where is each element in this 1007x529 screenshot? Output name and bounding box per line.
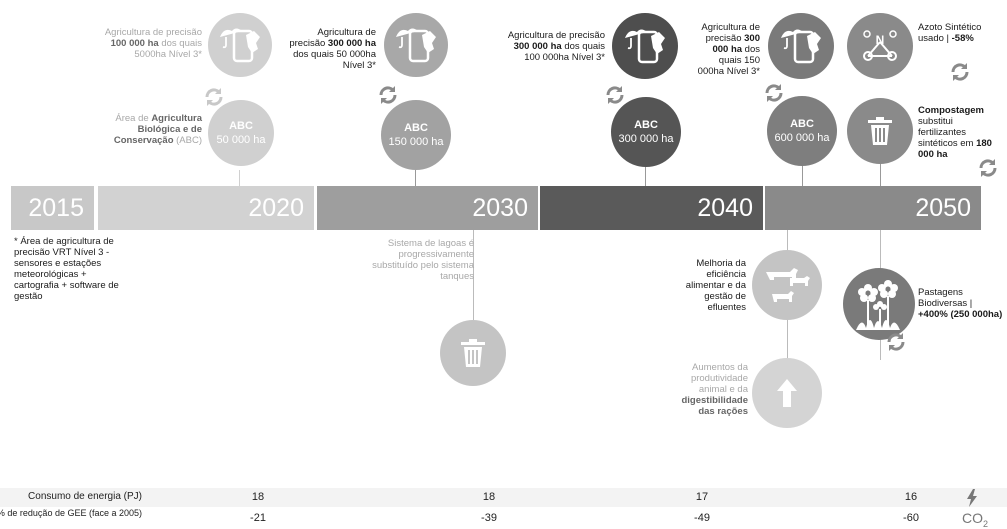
- energy-row: Consumo de energia (PJ) 18 18 17 16: [0, 488, 1007, 507]
- co2-icon: CO2: [962, 510, 989, 529]
- precision-2040a-circle: [612, 13, 678, 79]
- arrow-up-icon: [777, 379, 797, 407]
- cycle-icon: [951, 63, 969, 81]
- precision-2040b-circle: [768, 13, 834, 79]
- nitrogen-molecule-icon: N: [863, 30, 897, 61]
- phone-cloud-icon: [781, 29, 821, 64]
- productivity-text: Aumentos da produtividade animal e da di…: [681, 362, 748, 417]
- precision-2040a-text: Agricultura de precisão 300 000 ha dos q…: [507, 30, 605, 63]
- abc-value: 300 000 ha: [618, 133, 674, 145]
- cycle-icon: [765, 84, 783, 102]
- ghg-label: % de redução de GEE (face a 2005): [0, 508, 142, 518]
- azoto-circle: N: [847, 13, 913, 79]
- abc-value: 50 000 ha: [216, 134, 266, 146]
- year-2050: 2050: [915, 193, 971, 222]
- footnote: * Área de agricultura de precisão VRT Ní…: [14, 236, 119, 302]
- abc-2020-circle: ABC 50 000 ha: [208, 100, 274, 166]
- ghg-value: -49: [694, 512, 710, 524]
- energy-value: 18: [251, 491, 265, 503]
- connector-line: [239, 170, 240, 186]
- abc-2040a-circle: ABC 300 000 ha: [611, 97, 681, 167]
- timeline-2030: 2030: [317, 186, 538, 230]
- ghg-value: -21: [250, 512, 266, 524]
- energy-value: 17: [695, 491, 709, 503]
- trash-icon: [868, 117, 892, 145]
- year-2020: 2020: [248, 193, 304, 222]
- livestock-icon: [766, 268, 810, 302]
- year-2030: 2030: [472, 193, 528, 222]
- energy-value: 16: [904, 491, 918, 503]
- cycle-icon: [606, 86, 624, 104]
- abc-2020-text: Área de Agricultura Biológica e de Conse…: [113, 113, 202, 146]
- pasture-text: Pastagens Biodiversas | +400% (250 000ha…: [918, 287, 1003, 320]
- compost-circle: [847, 98, 913, 164]
- precision-2030-circle: [384, 13, 448, 77]
- abc-2030-circle: ABC 150 000 ha: [381, 100, 451, 170]
- flowers-icon: [856, 280, 900, 330]
- ghg-value: -39: [481, 512, 497, 524]
- abc-label: ABC: [790, 118, 814, 130]
- abc-2040b-circle: ABC 600 000 ha: [767, 96, 837, 166]
- timeline-2020: 2020: [98, 186, 314, 230]
- timeline-2015: 2015: [11, 186, 94, 230]
- connector-line: [880, 155, 881, 186]
- phone-cloud-icon: [220, 28, 260, 63]
- abc-label: ABC: [634, 119, 658, 131]
- cycle-icon: [205, 88, 223, 106]
- cycle-icon: [979, 159, 997, 177]
- phone-cloud-icon: [625, 29, 665, 64]
- ghg-value: -60: [903, 512, 919, 524]
- timeline-2050: 2050: [765, 186, 981, 230]
- phone-cloud-icon: [396, 28, 436, 63]
- abc-label: ABC: [229, 120, 253, 132]
- ghg-row: % de redução de GEE (face a 2005) -21 -3…: [0, 508, 1007, 529]
- precision-2040b-text: Agricultura de precisão 300 000 ha dos q…: [697, 22, 760, 77]
- lagoons-circle: [440, 320, 506, 386]
- precision-2020-circle: [208, 13, 272, 77]
- year-2015: 2015: [28, 193, 84, 222]
- abc-label: ABC: [404, 122, 428, 134]
- lagoons-text: Sistema de lagoas é progressivamente sub…: [372, 238, 474, 282]
- connector-line: [473, 230, 474, 320]
- cycle-icon: [887, 333, 905, 351]
- year-2040: 2040: [697, 193, 753, 222]
- trash-icon: [461, 339, 485, 367]
- feed-efficiency-text: Melhoria da eficiência alimentar e da ge…: [685, 258, 746, 313]
- azoto-text: Azoto Sintético usado | -58%: [918, 22, 982, 44]
- lightning-icon: [967, 489, 977, 507]
- abc-value: 600 000 ha: [774, 132, 830, 144]
- precision-2020-text: Agricultura de precisão 100 000 ha dos q…: [104, 27, 202, 60]
- compost-text: Compostagem substitui fertilizantes sint…: [918, 105, 992, 160]
- energy-value: 18: [482, 491, 496, 503]
- abc-value: 150 000 ha: [388, 136, 444, 148]
- feed-efficiency-circle: [752, 250, 822, 320]
- energy-label: Consumo de energia (PJ): [28, 491, 142, 502]
- precision-2030-text: Agricultura de precisão 300 000 ha dos q…: [289, 27, 376, 71]
- pasture-circle: [843, 268, 915, 340]
- productivity-circle: [752, 358, 822, 428]
- timeline-2040: 2040: [540, 186, 763, 230]
- cycle-icon: [379, 86, 397, 104]
- n-symbol: N: [876, 33, 885, 47]
